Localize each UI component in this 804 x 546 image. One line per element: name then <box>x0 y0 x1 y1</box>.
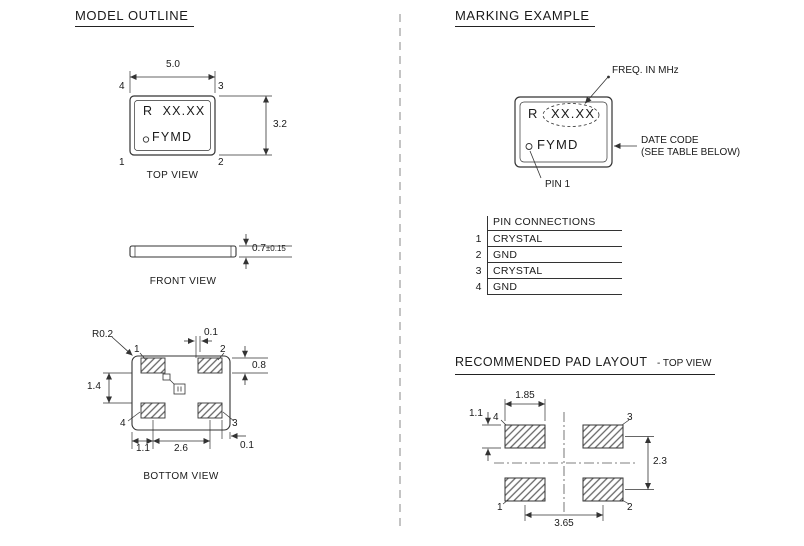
freq-highlight-oval <box>542 103 600 127</box>
dim-corner-radius: R0.2 <box>92 329 114 340</box>
marking-example-drawing <box>514 75 637 179</box>
pad-layout-title: RECOMMENDED PAD LAYOUT - TOP VIEW <box>455 353 716 375</box>
pin1-callout-label: PIN 1 <box>545 179 571 190</box>
top-view-marking-line2: FYMD <box>152 130 193 144</box>
marking-date-code: FYMD <box>537 137 579 152</box>
bottom-view-caption: BOTTOM VIEW <box>143 471 219 482</box>
pin-function: CRYSTAL <box>487 231 622 247</box>
bottom-view-pin-2: 2 <box>220 344 226 355</box>
dim-thickness-tolerance: ±0.15 <box>265 244 286 253</box>
table-row: 1 CRYSTAL <box>470 231 622 247</box>
dim-pad-layout-width: 1.85 <box>515 390 535 401</box>
pad-layout-title-main: RECOMMENDED PAD LAYOUT <box>455 355 648 369</box>
marking-example-title: MARKING EXAMPLE <box>455 8 595 27</box>
marking-frequency-value: XX.XX <box>551 106 596 121</box>
dim-pad-edge: 1.1 <box>136 443 150 454</box>
pin1-marker-dot <box>525 143 533 150</box>
pin-number: 1 <box>475 232 482 245</box>
pad-layout-title-sub: - TOP VIEW <box>656 358 712 369</box>
dim-pad-layout-hpitch: 3.65 <box>554 518 574 529</box>
pin1-marker-dot <box>142 136 150 143</box>
table-row: 4 GND <box>470 279 622 295</box>
bottom-view-drawing <box>103 336 268 449</box>
bottom-view-pin-1: 1 <box>134 344 140 355</box>
dim-side-offset: 0.1 <box>240 440 254 451</box>
pad-layout-pin-4: 4 <box>493 412 499 423</box>
table-row: 3 CRYSTAL <box>470 263 622 279</box>
pad <box>140 357 166 374</box>
dim-pad-gap: 1.4 <box>87 381 101 392</box>
pad <box>197 402 223 419</box>
pad-layout-drawing <box>482 399 654 521</box>
top-view-pin-4: 4 <box>119 81 125 92</box>
pad <box>504 477 546 502</box>
marking-prefix: R <box>528 106 539 121</box>
freq-callout-label: FREQ. IN MHz <box>612 65 679 76</box>
pin-number: 4 <box>475 280 482 293</box>
front-view-drawing <box>129 234 292 269</box>
top-view-pin-2: 2 <box>218 157 224 168</box>
dim-pad-layout-height: 1.1 <box>469 408 483 419</box>
pin-number: 3 <box>475 264 482 277</box>
dim-thickness: 0.7±0.15 <box>252 243 286 254</box>
bottom-view-pin-3: 3 <box>232 418 238 429</box>
pad-layout-pin-1: 1 <box>497 502 503 513</box>
dim-top-view-height: 3.2 <box>273 119 287 130</box>
top-view-pin-3: 3 <box>218 81 224 92</box>
datecode-callout-line2: (SEE TABLE BELOW) <box>641 147 741 158</box>
top-view-pin-1: 1 <box>119 157 125 168</box>
dim-pad-pitch: 2.6 <box>174 443 188 454</box>
front-view-caption: FRONT VIEW <box>149 276 217 287</box>
top-view-marking-line1: R XX.XX <box>143 104 206 118</box>
dim-top-view-width: 5.0 <box>166 59 180 70</box>
dim-pad-height: 0.8 <box>252 360 266 371</box>
pad-layout-pin-3: 3 <box>627 412 633 423</box>
pin-connections-table: PIN CONNECTIONS 1 CRYSTAL 2 GND 3 CRYSTA… <box>470 216 622 295</box>
top-view-caption: TOP VIEW <box>146 170 199 181</box>
pad <box>504 424 546 449</box>
dim-top-offset: 0.1 <box>204 327 218 338</box>
bottom-view-pin-4: 4 <box>120 418 126 429</box>
top-view-drawing <box>129 71 272 156</box>
pad <box>582 424 624 449</box>
pad <box>197 357 223 374</box>
pin-function: GND <box>487 247 622 263</box>
dim-pad-layout-vpitch: 2.3 <box>653 456 667 467</box>
table-row: 2 GND <box>470 247 622 263</box>
pin-number: 2 <box>475 248 482 261</box>
pad <box>140 402 166 419</box>
pin-function: GND <box>487 279 622 295</box>
pin-connections-title: PIN CONNECTIONS <box>487 216 622 231</box>
pad <box>582 477 624 502</box>
pad-layout-pin-2: 2 <box>627 502 633 513</box>
datecode-callout-line1: DATE CODE <box>641 135 699 146</box>
dim-thickness-value: 0.7 <box>252 243 266 254</box>
model-outline-title: MODEL OUTLINE <box>75 8 194 27</box>
pin-function: CRYSTAL <box>487 263 622 279</box>
